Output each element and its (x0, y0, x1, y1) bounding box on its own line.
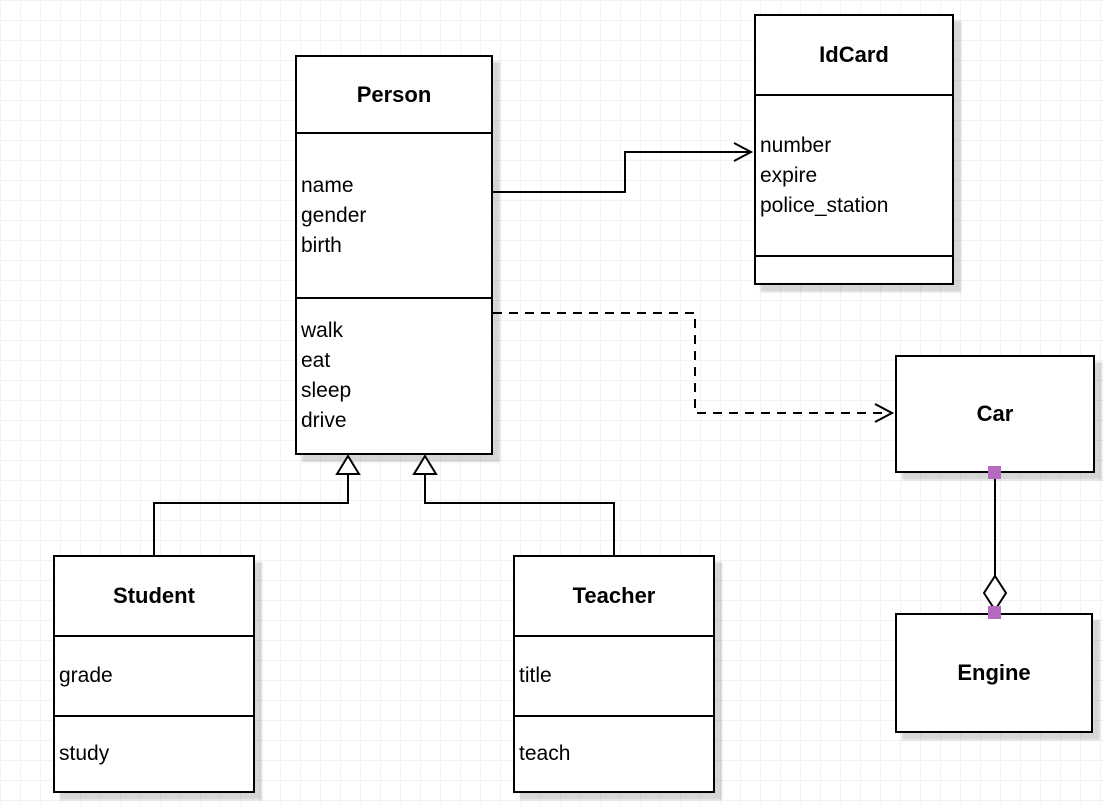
person-methods-section: walk eat sleep drive (297, 297, 491, 453)
person-method-sleep: sleep (301, 379, 352, 402)
person-attribute-birth: birth (301, 233, 342, 257)
person-attribute-gender: gender (301, 203, 367, 227)
class-person[interactable]: Person name gender birth walk eat sleep … (295, 55, 493, 455)
idcard-methods-section-empty (756, 255, 952, 283)
teacher-methods-section: teach (515, 715, 713, 791)
edge-person-idcard[interactable] (493, 151, 750, 193)
person-method-eat: eat (301, 349, 331, 372)
person-method-drive: drive (301, 409, 347, 432)
edge-teacher-person-generalization[interactable] (424, 474, 615, 555)
person-method-walk: walk (301, 319, 344, 342)
open-arrowhead-car (874, 403, 895, 423)
student-attributes-section: grade (55, 635, 253, 715)
student-attribute-grade: grade (59, 664, 113, 687)
idcard-attribute-police-station: police_station (760, 193, 889, 217)
teacher-attribute-title: title (519, 664, 552, 687)
idcard-title: IdCard (819, 42, 889, 67)
person-attribute-name: name (301, 173, 354, 197)
student-title: Student (113, 583, 195, 608)
teacher-title: Teacher (572, 583, 656, 608)
open-arrowhead-idcard (733, 142, 754, 162)
aggregation-diamond (982, 574, 1008, 612)
class-car[interactable]: Car (895, 355, 1095, 473)
edge-student-person-generalization[interactable] (153, 474, 349, 555)
idcard-attribute-number: number (760, 133, 832, 157)
person-attributes-section: name gender birth (297, 132, 491, 297)
person-title: Person (356, 81, 432, 107)
idcard-attribute-expire: expire (760, 163, 818, 187)
teacher-method-teach: teach (519, 742, 571, 765)
inheritance-triangle-student (335, 454, 361, 475)
car-title: Car (976, 401, 1014, 426)
teacher-attributes-section: title (515, 635, 713, 715)
class-engine[interactable]: Engine (895, 613, 1093, 733)
edge-person-car-dependency[interactable] (493, 312, 889, 414)
class-idcard[interactable]: IdCard number expire police_station (754, 14, 954, 285)
idcard-attributes-section: number expire police_station (756, 94, 952, 255)
class-teacher[interactable]: Teacher title teach (513, 555, 715, 793)
class-student[interactable]: Student grade study (53, 555, 255, 793)
student-method-study: study (59, 742, 110, 765)
student-methods-section: study (55, 715, 253, 791)
engine-title: Engine (957, 660, 1031, 685)
inheritance-triangle-teacher (412, 454, 438, 475)
